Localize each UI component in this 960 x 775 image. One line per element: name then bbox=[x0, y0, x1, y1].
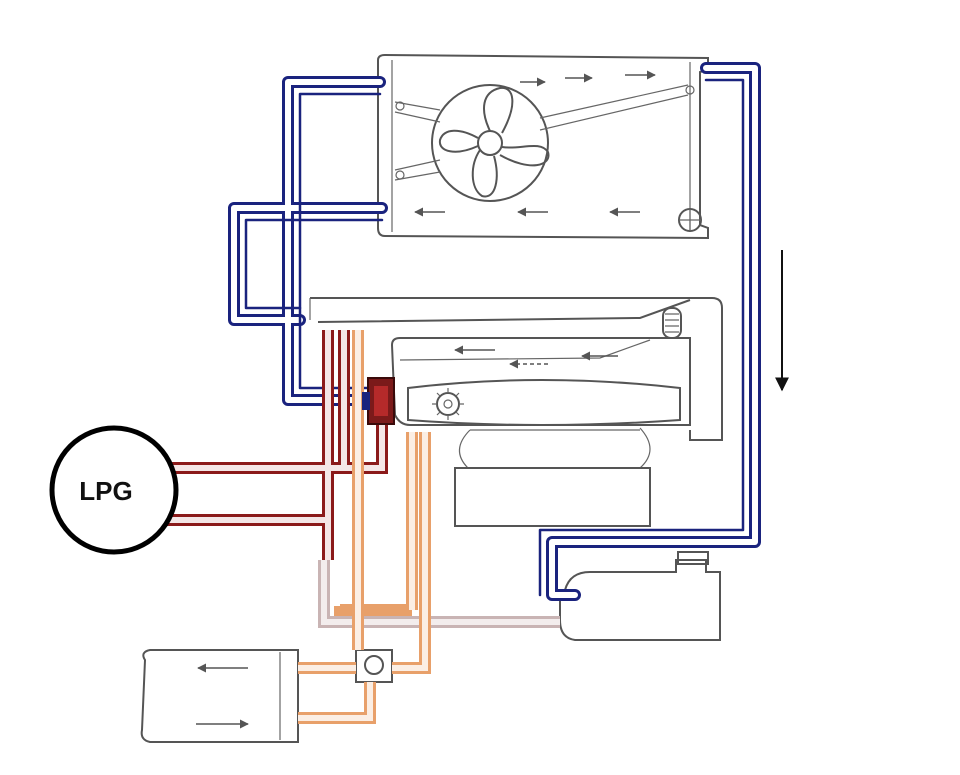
heater-pipes bbox=[298, 330, 431, 724]
engine bbox=[309, 297, 723, 527]
radiator-cap-icon bbox=[678, 208, 702, 232]
gear-icon bbox=[432, 388, 464, 420]
heater-core bbox=[140, 649, 299, 743]
lpg-mixer-block bbox=[362, 377, 395, 425]
radiator bbox=[377, 53, 709, 240]
return-pipe bbox=[318, 560, 560, 628]
valve-icon bbox=[355, 649, 393, 683]
coolant-expansion-tank bbox=[559, 551, 721, 641]
gear-icon bbox=[662, 307, 682, 339]
coolant-pipes bbox=[228, 62, 761, 601]
lpg-label: LPG bbox=[79, 476, 132, 506]
lpg-fuel-pipes bbox=[145, 330, 388, 560]
lpg-tank: LPG bbox=[49, 425, 179, 555]
fan-icon bbox=[394, 84, 695, 202]
